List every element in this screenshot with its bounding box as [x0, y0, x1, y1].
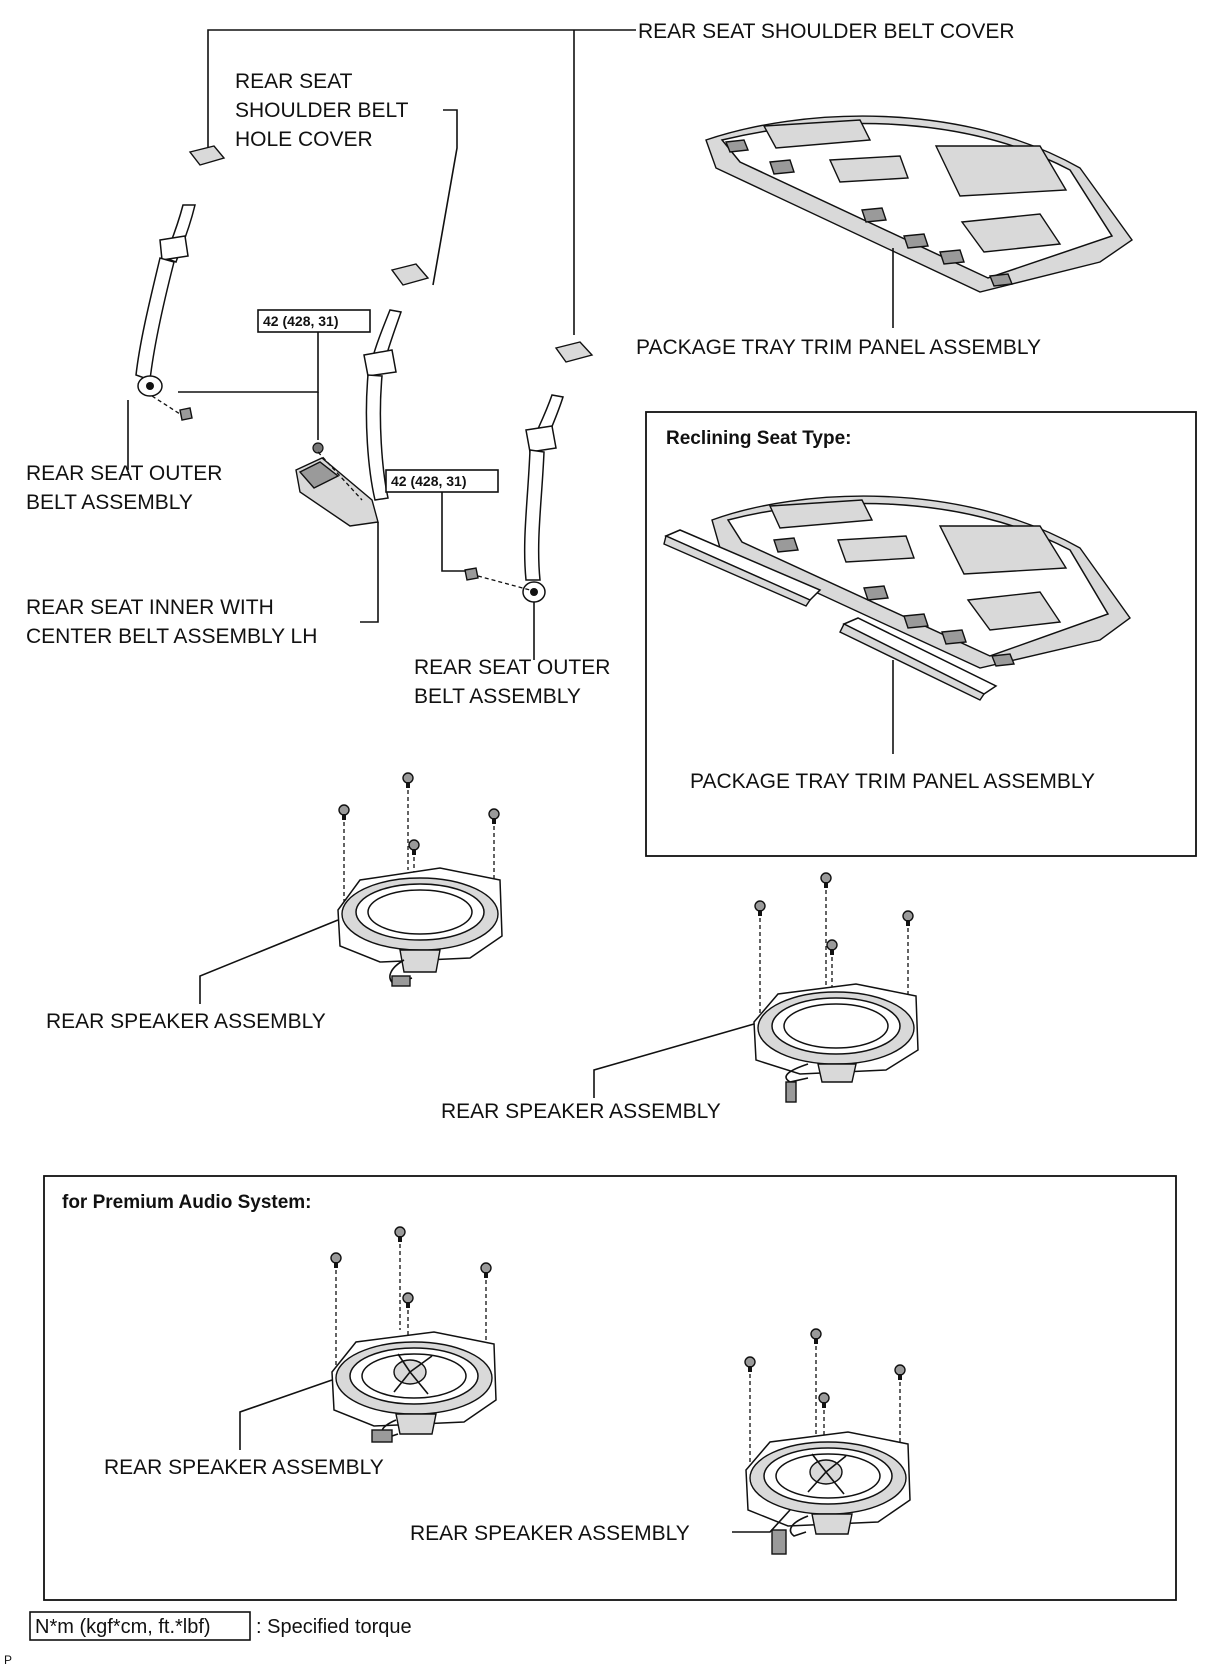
rear-seat-outer-belt-left — [135, 204, 196, 397]
svg-text:REAR SEAT INNER WITH: REAR SEAT INNER WITH — [26, 596, 274, 619]
package-tray-reclining — [663, 495, 1131, 701]
legend-box — [29, 1611, 251, 1641]
label-hole-cover: REAR SEAT SHOULDER BELT HOLE COVER — [235, 70, 409, 151]
speaker-1 — [337, 772, 503, 987]
screw — [394, 1226, 406, 1242]
inner-belt-leader — [360, 522, 379, 623]
svg-text:42 (428, 31): 42 (428, 31) — [263, 313, 339, 329]
label-speaker-2: REAR SPEAKER ASSEMBLY — [441, 1100, 721, 1123]
speaker-2 — [753, 872, 919, 1103]
speaker-2-leader — [593, 1023, 755, 1098]
bolt-axis-right — [477, 575, 531, 591]
label-speaker-3: REAR SPEAKER ASSEMBLY — [104, 1456, 384, 1479]
label-inner-center-belt: REAR SEAT INNER WITH CENTER BELT ASSEMBL… — [26, 596, 317, 648]
svg-text:HOLE COVER: HOLE COVER — [235, 128, 373, 151]
reclining-seat-title: Reclining Seat Type: — [666, 428, 851, 449]
screw — [408, 839, 420, 855]
screw — [338, 804, 350, 820]
svg-text:SHOULDER BELT: SHOULDER BELT — [235, 99, 409, 122]
label-shoulder-belt-cover: REAR SEAT SHOULDER BELT COVER — [638, 20, 1015, 43]
premium-audio-title: for Premium Audio System: — [62, 1192, 312, 1213]
bolt-axis-inner — [317, 451, 363, 501]
legend: N*m (kgf*cm, ft.*lbf) : Specified torque — [29, 1611, 412, 1641]
bolt-axis-left — [151, 395, 181, 415]
svg-text:BELT ASSEMBLY: BELT ASSEMBLY — [26, 491, 193, 514]
bolt-left — [179, 407, 193, 421]
label-package-tray-reclining: PACKAGE TRAY TRIM PANEL ASSEMBLY — [690, 770, 1095, 793]
shoulder-belt-hole-cover — [390, 263, 430, 286]
screw — [826, 939, 838, 955]
svg-text:CENTER BELT ASSEMBLY LH: CENTER BELT ASSEMBLY LH — [26, 625, 317, 648]
screw — [744, 1356, 756, 1372]
speaker-4 — [744, 1328, 911, 1555]
speaker-4-leader — [732, 1509, 791, 1533]
screw — [754, 900, 766, 916]
rear-seat-inner-center-belt — [295, 309, 402, 527]
torque-box-left: 42 (428, 31) — [257, 309, 371, 333]
reclining-seat-frame — [645, 411, 1197, 857]
screw — [818, 1392, 830, 1408]
shoulder-belt-cover-leaders — [207, 29, 636, 335]
speaker-3-leader — [239, 1379, 333, 1450]
package-tray-top — [705, 115, 1133, 293]
svg-text:42 (428, 31): 42 (428, 31) — [391, 473, 467, 489]
premium-audio-frame — [43, 1175, 1177, 1601]
screw — [810, 1328, 822, 1344]
corner-mark: P — [4, 1653, 12, 1667]
label-package-tray-top: PACKAGE TRAY TRIM PANEL ASSEMBLY — [636, 336, 1041, 359]
hole-cover-leader — [432, 109, 458, 286]
legend-text: : Specified torque — [256, 1616, 412, 1638]
shoulder-belt-cover-right — [554, 341, 594, 363]
screw — [480, 1262, 492, 1278]
screw — [902, 910, 914, 926]
screw — [402, 772, 414, 788]
torque-box-right: 42 (428, 31) — [385, 469, 499, 493]
speaker-1-leader — [199, 919, 339, 1004]
shoulder-belt-cover-left — [188, 145, 226, 166]
label-speaker-4: REAR SPEAKER ASSEMBLY — [410, 1522, 690, 1545]
screw — [820, 872, 832, 888]
svg-text:REAR SEAT: REAR SEAT — [235, 70, 353, 93]
svg-text:REAR SEAT OUTER: REAR SEAT OUTER — [414, 656, 610, 679]
speaker-3 — [330, 1226, 497, 1443]
svg-text:REAR SEAT OUTER: REAR SEAT OUTER — [26, 462, 222, 485]
legend-box-text: N*m (kgf*cm, ft.*lbf) — [35, 1616, 211, 1638]
label-outer-belt-right: REAR SEAT OUTER BELT ASSEMBLY — [414, 656, 610, 708]
label-speaker-1: REAR SPEAKER ASSEMBLY — [46, 1010, 326, 1033]
screw — [330, 1252, 342, 1268]
torque-right-leader — [441, 492, 466, 572]
torque-left-leader-1 — [178, 332, 319, 393]
label-outer-belt-left: REAR SEAT OUTER BELT ASSEMBLY — [26, 462, 222, 514]
bolt-right — [464, 567, 479, 581]
screw — [488, 808, 500, 824]
screw — [894, 1364, 906, 1380]
rear-seat-outer-belt-right — [522, 394, 564, 603]
svg-text:BELT ASSEMBLY: BELT ASSEMBLY — [414, 685, 581, 708]
screw — [402, 1292, 414, 1308]
